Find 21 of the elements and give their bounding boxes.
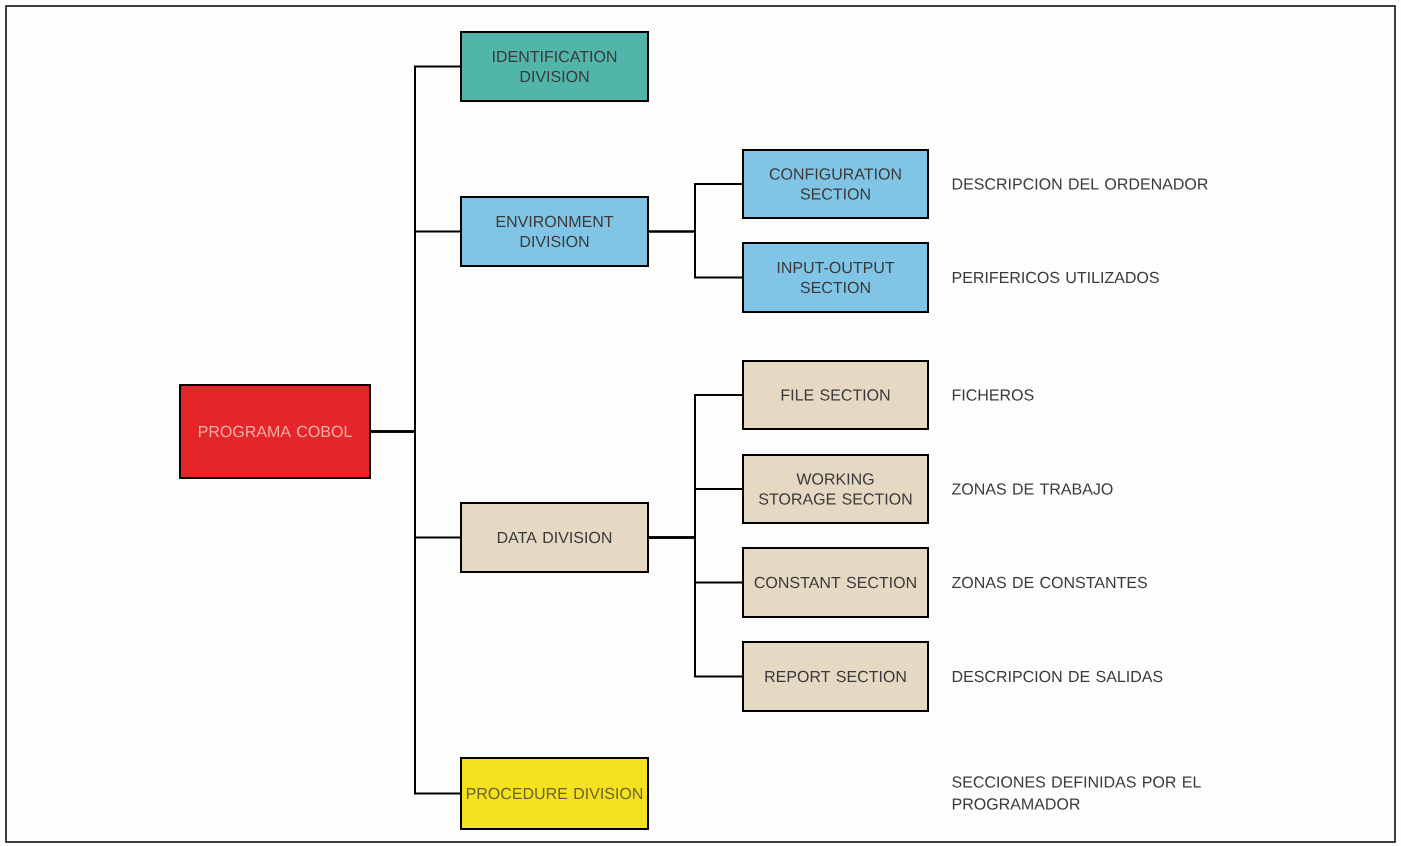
section-box: WORKING STORAGE SECTION (742, 454, 929, 524)
root-box: PROGRAMA COBOL (179, 384, 371, 479)
side-note: DESCRIPCION DEL ORDENADOR (952, 178, 1208, 190)
section-box: REPORT SECTION (742, 641, 929, 712)
connector (370, 430, 461, 795)
side-note: SECCIONES DEFINIDAS POR EL PROGRAMADOR (952, 776, 1201, 810)
section-box: CONSTANT SECTION (742, 547, 929, 618)
section-box: FILE SECTION (742, 360, 929, 430)
division-box: DATA DIVISION (460, 502, 649, 573)
side-note: FICHEROS (952, 389, 1034, 401)
side-note: DESCRIPCION DE SALIDAS (952, 670, 1163, 683)
section-box: CONFIGURATION SECTION (742, 149, 929, 219)
side-note: PERIFERICOS UTILIZADOS (952, 271, 1159, 284)
connector (648, 230, 743, 279)
division-box: IDENTIFICATION DIVISION (460, 31, 649, 102)
connector (648, 536, 743, 678)
division-box: PROCEDURE DIVISION (460, 757, 649, 830)
side-note: ZONAS DE TRABAJO (952, 483, 1113, 495)
section-box: INPUT-OUTPUT SECTION (742, 242, 929, 313)
side-note: ZONAS DE CONSTANTES (952, 576, 1147, 589)
division-box: ENVIRONMENT DIVISION (460, 196, 649, 267)
